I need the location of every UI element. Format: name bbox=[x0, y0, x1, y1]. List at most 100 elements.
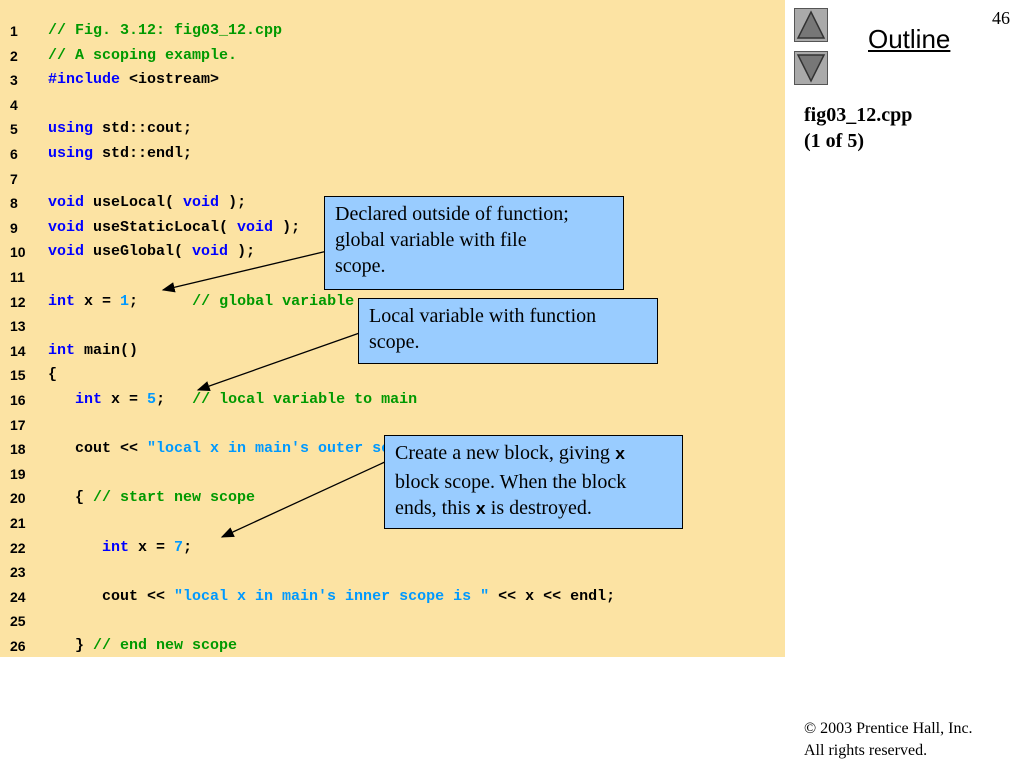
code-line: 4 bbox=[0, 93, 785, 117]
code-line: 13 bbox=[0, 314, 785, 338]
line-number: 16 bbox=[10, 392, 26, 408]
line-number: 8 bbox=[10, 195, 18, 212]
callout-block-line1: Create a new block, giving x bbox=[395, 440, 672, 469]
code-token: main() bbox=[75, 341, 139, 359]
code-line: 3#include <iostream> bbox=[0, 68, 785, 92]
code-token: void bbox=[48, 243, 85, 261]
line-number: 2 bbox=[10, 47, 18, 64]
callout-function-scope: Local variable with function scope. bbox=[358, 298, 658, 364]
code-token: ; bbox=[129, 292, 193, 310]
code-token: ); bbox=[273, 218, 301, 236]
callout-global-line3: scope. bbox=[335, 255, 386, 277]
code-text: cout << "local x in main's inner scope i… bbox=[48, 585, 615, 609]
code-text: void useStaticLocal( void ); bbox=[48, 216, 300, 240]
line-number: 17 bbox=[10, 416, 26, 433]
code-line: 6 using std::endl; bbox=[0, 142, 785, 166]
copyright-line1: © 2003 Prentice Hall, Inc. bbox=[804, 720, 973, 737]
code-token: ; bbox=[156, 391, 193, 408]
code-token: using bbox=[48, 120, 94, 138]
code-line: 7 bbox=[0, 167, 785, 191]
code-line: 26 } // end new scope bbox=[0, 634, 785, 658]
file-info: fig03_12.cpp (1 of 5) bbox=[804, 102, 912, 154]
code-line: 5 using std::cout; bbox=[0, 117, 785, 141]
code-token: ); bbox=[219, 194, 247, 212]
code-token: void bbox=[237, 218, 274, 236]
callout-block-line3: ends, this x is destroyed. bbox=[395, 495, 672, 524]
code-token: "local x in main's inner scope is " bbox=[174, 587, 490, 605]
code-text: // A scoping example. bbox=[48, 44, 237, 68]
line-number: 6 bbox=[10, 146, 18, 162]
code-line: 14 int main() bbox=[0, 339, 785, 363]
callout-block-line2: block scope. When the block bbox=[395, 471, 627, 493]
nav-up-button[interactable] bbox=[794, 8, 828, 42]
nav-down-button[interactable] bbox=[794, 51, 828, 85]
code-token bbox=[48, 391, 75, 408]
line-number: 23 bbox=[10, 564, 26, 581]
code-text: int main() bbox=[48, 339, 138, 363]
line-number: 5 bbox=[10, 121, 18, 138]
line-number: 10 bbox=[10, 244, 26, 261]
line-number: 4 bbox=[10, 96, 18, 113]
code-token: // start new scope bbox=[93, 489, 256, 507]
code-token: std::endl; bbox=[93, 145, 193, 162]
code-text: int x = 7; bbox=[48, 536, 192, 560]
code-token: 1 bbox=[120, 292, 130, 310]
callout-block-code3: x bbox=[475, 501, 486, 520]
code-token: useGlobal( bbox=[84, 243, 193, 261]
code-token: int bbox=[75, 391, 103, 408]
code-line: 24 cout << "local x in main's inner scop… bbox=[0, 585, 785, 609]
code-text: { bbox=[48, 363, 57, 387]
code-token: <iostream> bbox=[120, 71, 220, 89]
code-token: << x << endl; bbox=[489, 587, 616, 605]
code-line: 17 bbox=[0, 413, 785, 437]
line-number: 22 bbox=[10, 539, 26, 556]
code-line: 1 // Fig. 3.12: fig03_12.cpp bbox=[0, 19, 785, 43]
callout-block-code1: x bbox=[614, 446, 626, 465]
code-line: 15 { bbox=[0, 363, 785, 387]
code-token: useLocal( bbox=[84, 194, 184, 212]
code-token: int bbox=[48, 341, 76, 359]
code-token: cout << bbox=[48, 587, 175, 605]
code-token: using bbox=[48, 145, 94, 162]
callout-local-line1: Local variable with function bbox=[369, 305, 597, 327]
code-token: // Fig. 3.12: fig03_12.cpp bbox=[48, 22, 283, 39]
code-text: using std::cout; bbox=[48, 117, 192, 141]
code-line: 25 bbox=[0, 609, 785, 633]
line-number: 13 bbox=[10, 318, 26, 335]
callout-block-line1-text: Create a new block, giving bbox=[395, 442, 615, 464]
code-token: // global variable bbox=[192, 292, 355, 310]
code-token: useStaticLocal( bbox=[84, 218, 238, 236]
line-number: 19 bbox=[10, 465, 26, 482]
file-part: (1 of 5) bbox=[804, 130, 864, 152]
line-number: 11 bbox=[10, 269, 25, 285]
line-number: 12 bbox=[10, 293, 26, 310]
code-text: #include <iostream> bbox=[48, 68, 219, 92]
code-token: void bbox=[183, 194, 220, 212]
line-number: 25 bbox=[10, 613, 26, 630]
copyright: © 2003 Prentice Hall, Inc. All rights re… bbox=[804, 718, 973, 762]
line-number: 26 bbox=[10, 638, 26, 654]
callout-block-line3-post: is destroyed. bbox=[485, 497, 592, 519]
code-line: 8 void useLocal( void ); bbox=[0, 191, 785, 215]
code-line: 23 bbox=[0, 560, 785, 584]
line-number: 15 bbox=[10, 367, 26, 384]
code-text: void useGlobal( void ); bbox=[48, 240, 255, 264]
code-token: { bbox=[48, 489, 94, 507]
line-number: 14 bbox=[10, 342, 26, 359]
triangle-down-icon bbox=[796, 54, 826, 83]
code-line: 11 bbox=[0, 265, 785, 289]
code-line: 19 bbox=[0, 462, 785, 486]
code-token: ; bbox=[183, 538, 193, 556]
code-line: 22 int x = 7; bbox=[0, 536, 785, 560]
code-text: { // start new scope bbox=[48, 486, 255, 510]
line-number: 1 bbox=[10, 23, 18, 39]
code-line: 20 { // start new scope bbox=[0, 486, 785, 510]
code-line: 2 // A scoping example. bbox=[0, 44, 785, 68]
outline-link[interactable]: Outline bbox=[868, 24, 951, 54]
code-text: void useLocal( void ); bbox=[48, 191, 246, 215]
line-number: 18 bbox=[10, 441, 26, 458]
code-token: void bbox=[48, 194, 85, 212]
code-token bbox=[48, 539, 102, 556]
